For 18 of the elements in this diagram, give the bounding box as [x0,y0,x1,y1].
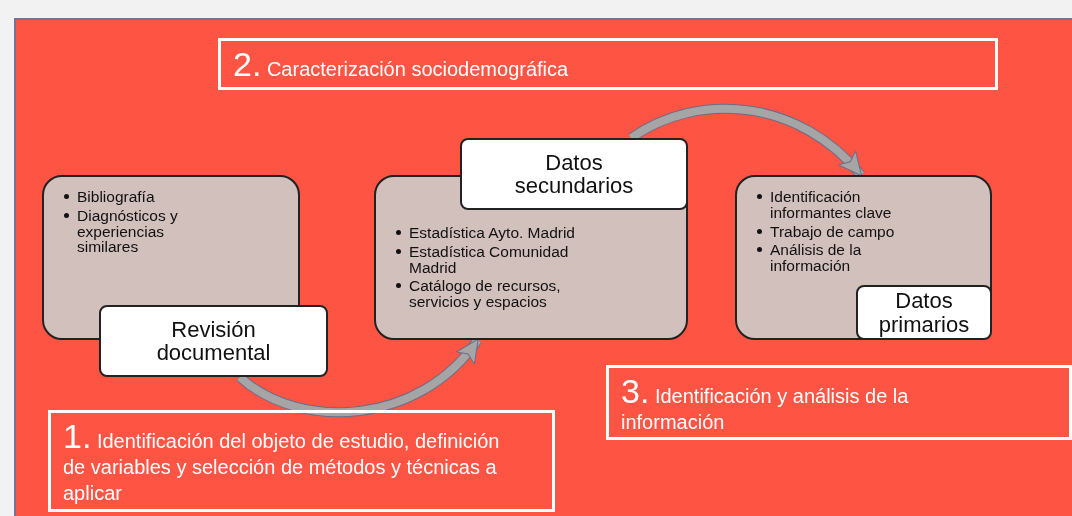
step-text: 3. Identificación y análisis de la información [621,374,910,435]
step-text: 2. Caracterización sociodemográfica [233,47,570,82]
bullet-item: Diagnósticos y experiencias similares [77,207,179,256]
bullet-item: Análisis de la información [770,242,863,274]
stage-label: Datos secundarios [460,138,688,210]
bullet-item: Identificación informantes clave [770,189,893,221]
step-frame [606,365,1072,440]
bullet-item: Bibliografía [77,189,155,205]
bullet-item: Estadística Ayto. Madrid [409,225,575,241]
stage-label: Datos primarios [856,285,992,340]
bullet-item: Estadística Comunidad Madrid [409,243,570,276]
step-frame [218,38,998,90]
step-text: 1. Identificación del objeto de estudio, definición de variables y selección de métodos y técnicas a aplicar [63,419,501,506]
content-card [735,175,992,340]
bullet-item: Trabajo de campo [770,223,895,240]
step-frame [48,410,555,512]
stage-label: Revisión documental [99,305,328,377]
bullet-item: Catálogo de recursos, servicios y espacios [409,278,562,310]
